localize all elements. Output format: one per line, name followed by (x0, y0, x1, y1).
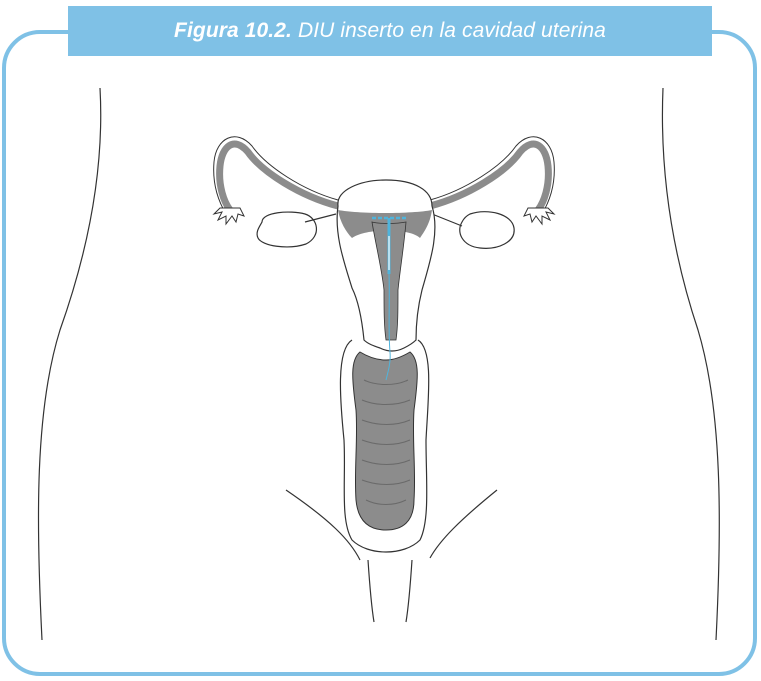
fimbriae-left (214, 208, 244, 224)
fallopian-tube-right (430, 144, 548, 210)
fallopian-tube-left (220, 144, 338, 210)
ovary-right (460, 212, 514, 249)
hip-line-left (286, 490, 360, 560)
hip-line-right (430, 490, 497, 558)
body-outline-left (38, 88, 100, 640)
thigh-line-left (368, 560, 374, 622)
body-outline-right (662, 88, 719, 640)
ovary-left (257, 212, 316, 247)
fimbriae-right (524, 208, 554, 224)
ovarian-ligament-right (432, 214, 462, 226)
thigh-line-right (406, 560, 412, 622)
